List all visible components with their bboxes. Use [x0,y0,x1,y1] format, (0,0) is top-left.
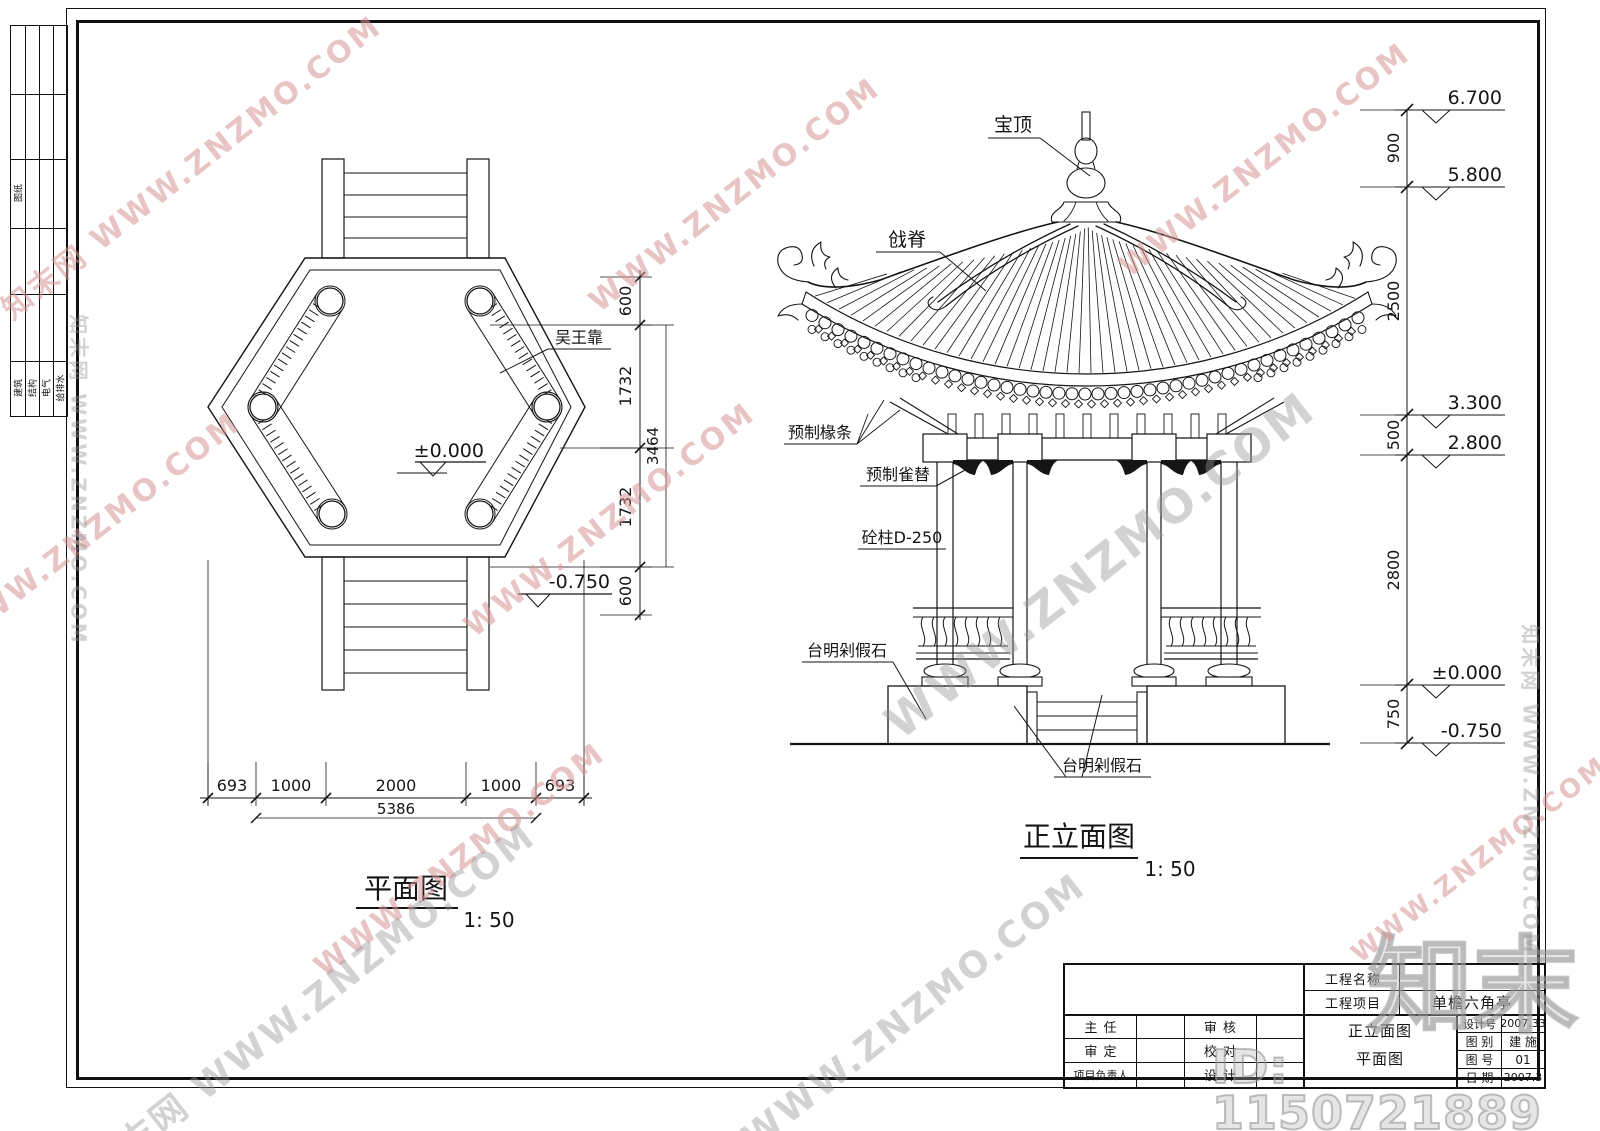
svg-text:-0.750: -0.750 [1441,720,1502,742]
strip-note: 图纸 [14,183,25,203]
tb-design-no-value: 2007.33 [1500,1017,1546,1030]
tb-design-label: 设 计 [1203,1069,1238,1084]
svg-text:3.300: 3.300 [1448,392,1502,414]
drawing-index-strip: 图纸 建筑 结构 电气 给排水 [10,25,68,417]
label-finial: 宝顶 [994,114,1032,136]
tb-date-label: 日 期 [1465,1071,1494,1085]
plan-level-minus: -0.750 [549,571,610,593]
svg-text:2.800: 2.800 [1448,432,1502,454]
label-column: 砼柱D-250 [862,528,943,547]
strip-line [11,228,67,229]
strip-line [53,26,54,416]
svg-text:500: 500 [1384,420,1403,451]
tb-director-label: 主 任 [1084,1021,1118,1036]
svg-text:693: 693 [545,776,576,795]
tb-proof-label: 校 对 [1203,1045,1238,1060]
label-hip-ridge: 戗脊 [888,229,926,251]
label-base-steps: 台明剁假石 [1062,756,1142,775]
label-wuwangkao: 吴王靠 [555,328,603,347]
tb-sheet-no-value: 01 [1515,1052,1531,1067]
svg-text:±0.000: ±0.000 [1432,662,1502,684]
label-bracket: 预制雀替 [866,465,930,484]
svg-text:600: 600 [616,576,635,607]
svg-text:1000: 1000 [481,776,522,795]
svg-text:900: 900 [1384,133,1403,164]
sheet-border-outer [66,8,1546,1088]
label-rafters: 预制椽条 [788,423,852,442]
tb-drawing-name-2: 平面图 [1355,1049,1404,1068]
strip-line [25,26,26,416]
plan-scale: 1: 50 [463,908,514,932]
elevation-title: 正立面图 [1023,820,1135,853]
elevation-scale: 1: 50 [1144,857,1195,881]
sheet-border-inner [76,20,1540,1080]
tb-project-item-label: 工程项目 [1324,997,1381,1012]
strip-line [11,159,67,160]
tb-drawing-name-1: 正立面图 [1347,1021,1412,1040]
strip-line [11,294,67,295]
label-base-left: 台明剁假石 [807,641,887,660]
title-block: 工程名称 工程项目 单檐六角亭 主 任 审 核 审 定 校 对 项目负责人 设 … [1063,963,1546,1089]
elevation-geometry [777,111,1397,859]
svg-text:2500: 2500 [1384,281,1403,322]
svg-text:1732: 1732 [616,487,635,528]
strip-discipline: 建筑 [14,378,25,398]
plan-level-zero: ±0.000 [414,440,484,462]
tb-category-label: 图 别 [1465,1035,1494,1049]
tb-project-name-label: 工程名称 [1324,972,1381,988]
tb-sheet-no-label: 图 号 [1465,1053,1494,1067]
tb-approve-label: 审 定 [1084,1045,1118,1060]
svg-text:5386: 5386 [377,800,415,818]
strip-line [11,361,67,362]
strip-line [11,94,67,95]
svg-text:5.800: 5.800 [1448,164,1502,186]
strip-discipline: 给排水 [56,374,67,402]
svg-text:1000: 1000 [271,776,312,795]
svg-text:2800: 2800 [1384,550,1403,591]
elevation-dimensions: 6.700 5.800 3.300 2.800 ±0.000 -0.750 900 2500 5… [1360,87,1505,757]
tb-review-label: 审 核 [1203,1021,1238,1036]
svg-text:2000: 2000 [376,776,417,795]
svg-text:3464: 3464 [644,427,662,465]
tb-project-item-value: 单檐六角亭 [1431,994,1512,1012]
strip-line [39,26,40,416]
tb-pm-label: 项目负责人 [1073,1068,1129,1082]
plan-title: 平面图 [364,872,448,905]
svg-text:600: 600 [616,286,635,317]
svg-text:693: 693 [217,776,248,795]
tb-design-no-label: 设计号 [1463,1017,1496,1031]
svg-text:1732: 1732 [616,366,635,407]
tb-date-value: 2007.3 [1503,1071,1543,1084]
svg-text:6.700: 6.700 [1448,87,1502,109]
tb-project-name-value [1400,966,1544,990]
plan-view-geometry: 693 1000 2000 1000 693 5386 600 1732 1732 600 3464 [200,158,674,909]
tb-category-value: 建 施 [1509,1035,1537,1049]
svg-text:750: 750 [1384,699,1403,730]
strip-discipline: 电气 [42,378,53,398]
strip-discipline: 结构 [28,378,39,398]
